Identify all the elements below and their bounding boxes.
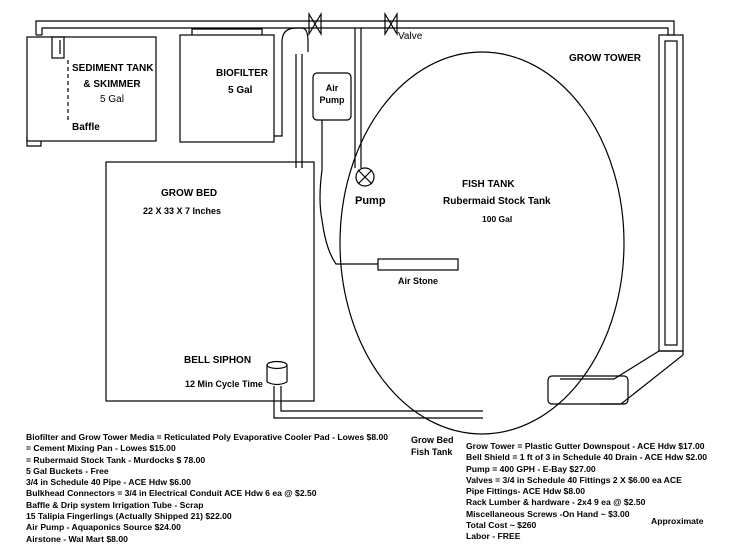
parts-list-item: Baffle & Drip system Irrigation Tube - S… — [26, 499, 204, 510]
grow-bed-label: GROW BED — [161, 188, 218, 199]
approximate-label: Approximate — [651, 516, 704, 526]
sediment-tank — [26, 36, 157, 147]
pump-label: Pump — [355, 195, 386, 207]
air-pump — [312, 72, 352, 170]
bell-siphon — [266, 360, 483, 419]
biofilter-return-pipe — [274, 27, 309, 168]
grow-bed-size-label: 22 X 33 X 7 Inches — [143, 206, 222, 216]
grow-tower — [547, 34, 684, 405]
pump-icon[interactable] — [355, 167, 375, 187]
parts-list-item: Grow Tower = Plastic Gutter Downspout - … — [466, 441, 705, 451]
fish-tank-label: FISH TANK — [462, 179, 515, 190]
parts-list-right: Grow Tower = Plastic Gutter Downspout - … — [466, 441, 707, 543]
biofilter — [179, 28, 275, 143]
air-line — [319, 169, 378, 265]
parts-list-item: = Cement Mixing Pan - Lowes $15.00 — [26, 443, 176, 454]
parts-list-item: = Rubermaid Stock Tank - Murdocks $ 78.0… — [26, 454, 206, 465]
baffle-label: Baffle — [72, 122, 100, 133]
valve-icon[interactable] — [308, 11, 322, 37]
air-pump-label-line1: Air — [325, 83, 339, 93]
parts-list-left: Biofilter and Grow Tower Media = Reticul… — [26, 432, 388, 545]
grow-tower-label: GROW TOWER — [569, 53, 642, 64]
grow-bed — [105, 161, 315, 402]
bell-siphon-label: BELL SIPHON — [184, 355, 252, 366]
parts-list-item: Pump = 400 GPH - E-Bay $27.00 — [466, 463, 596, 474]
sediment-size-label: 5 Gal — [100, 94, 124, 105]
air-stone — [377, 258, 459, 271]
parts-list-item: Valves = 3/4 in Schedule 40 Fittings 2 X… — [466, 474, 682, 485]
valve-label: Valve — [398, 31, 423, 42]
fish-tank-sub-label: Rubermaid Stock Tank — [443, 196, 551, 207]
air-stone-label: Air Stone — [398, 276, 439, 286]
parts-list-item: Pipe Fittings- ACE Hdw $8.00 — [466, 486, 586, 497]
parts-list-item: Total Cost ~ $260 — [466, 520, 537, 531]
parts-list-item: Biofilter and Grow Tower Media = Reticul… — [26, 432, 389, 442]
cycle-time-label: 12 Min Cycle Time — [185, 379, 263, 389]
biofilter-size-label: 5 Gal — [228, 85, 253, 96]
sediment-tank-label: SEDIMENT TANK — [72, 63, 154, 74]
pump-supply-pipe — [354, 28, 362, 168]
parts-list-item: Bulkhead Connectors = 3/4 in Electrical … — [26, 488, 317, 499]
parts-list-item: 15 Talipia Fingerlings (Actually Shipped… — [26, 511, 232, 522]
parts-list-item: Airstone - Wal Mart $8.00 — [26, 533, 128, 544]
parts-list-item: Bell Shield = 1 ft of 3 in Schedule 40 D… — [466, 452, 708, 463]
parts-list-item: Miscellaneous Screws -On Hand ~ $3.00 — [466, 508, 630, 519]
grow-bed-fish-tank-label-line1: Grow Bed — [411, 435, 454, 445]
skimmer-label: & SKIMMER — [83, 79, 141, 90]
parts-list-item: Labor - FREE — [466, 531, 521, 542]
fish-tank — [339, 51, 625, 435]
valve-icon[interactable] — [384, 11, 398, 37]
parts-list-item: Rack Lumber & hardware - 2x4 9 ea @ $2.5… — [466, 497, 646, 508]
biofilter-label: BIOFILTER — [216, 68, 269, 79]
grow-bed-fish-tank-label-line2: Fish Tank — [411, 447, 453, 457]
parts-list-item: 5 Gal Buckets - Free — [26, 465, 109, 476]
fish-tank-size-label: 100 Gal — [482, 214, 513, 224]
parts-list-item: 3/4 in Schedule 40 Pipe - ACE Hdw $6.00 — [26, 477, 191, 488]
air-pump-label-line2: Pump — [319, 95, 345, 105]
parts-list-item: Air Pump - Aquaponics Source $24.00 — [26, 522, 181, 533]
